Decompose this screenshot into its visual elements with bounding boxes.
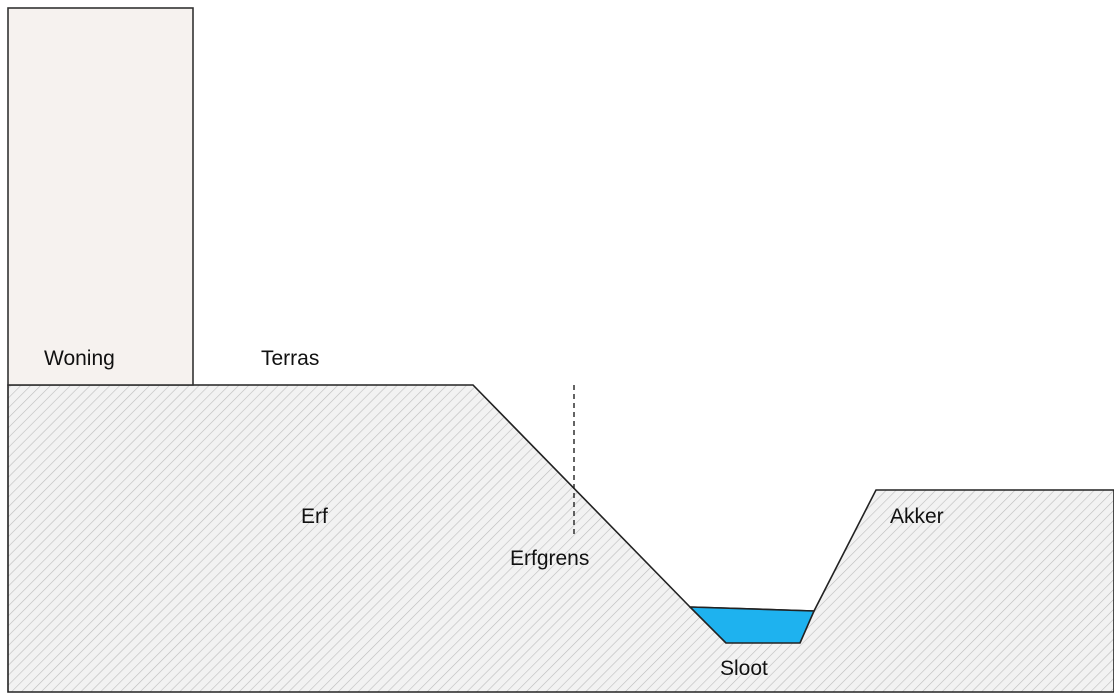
akker-label: Akker [890, 505, 944, 528]
ground-profile [7, 384, 1114, 693]
erfgrens-label: Erfgrens [510, 547, 589, 570]
woning-label: Woning [44, 347, 115, 370]
erf-label: Erf [301, 505, 328, 528]
woning-block [7, 7, 194, 386]
terras-label: Terras [261, 347, 319, 370]
sloot-label: Sloot [720, 657, 768, 680]
sloot-water [689, 606, 815, 644]
